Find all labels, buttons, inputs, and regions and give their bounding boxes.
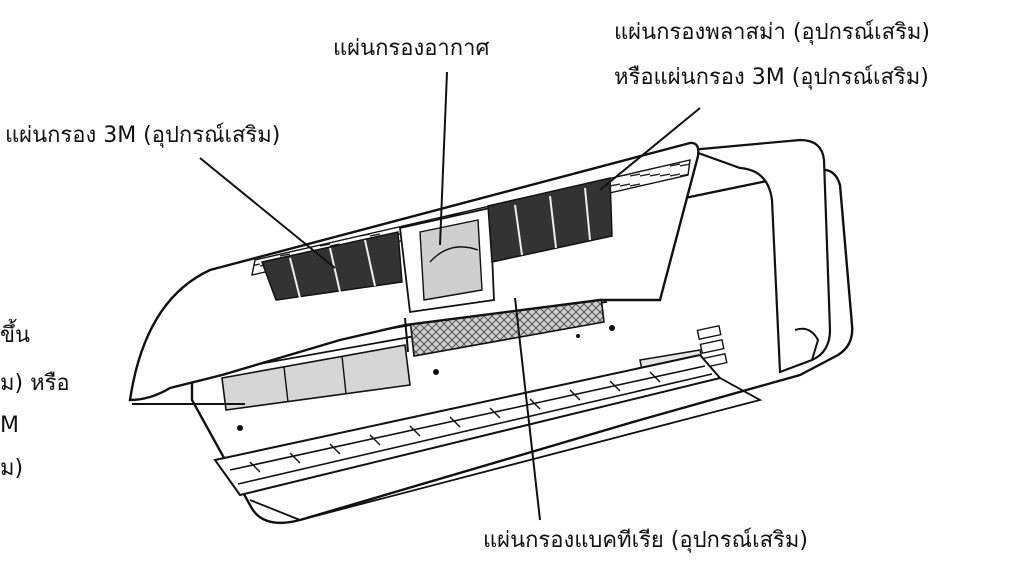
air-outlet-louver: [213, 325, 763, 521]
leader-air-filter: [439, 71, 448, 246]
label-3m-filter: แผ่นกรอง 3M (อุปกรณ์เสริม): [5, 123, 281, 148]
label-left-cut-line1: ขึ้น: [0, 323, 31, 348]
label-left-cut-line3: M: [0, 413, 19, 438]
leader-3m-filter: [199, 157, 336, 269]
leader-bacteria-filter: [514, 297, 541, 521]
label-bacteria-filter: แผ่นกรองแบคทีเรีย (อุปกรณ์เสริม): [483, 528, 808, 553]
label-left-cut-line4: ม): [0, 456, 24, 481]
leader-lines: [132, 71, 701, 521]
label-plasma-filter-line1: แผ่นกรองพลาสม่า (อุปกรณ์เสริม): [614, 20, 930, 45]
label-air-filter: แผ่นกรองอากาศ: [333, 36, 490, 61]
filter-3m-panel: [221, 344, 411, 411]
plasma-filter-top: [487, 177, 613, 263]
leader-plasma-filter: [599, 107, 701, 191]
label-plasma-filter-line2: หรือแผ่นกรอง 3M (อุปกรณ์เสริม): [614, 65, 929, 90]
front-panel-open: [128, 141, 700, 402]
label-left-cut-line2: ม) หรือ: [0, 371, 70, 396]
